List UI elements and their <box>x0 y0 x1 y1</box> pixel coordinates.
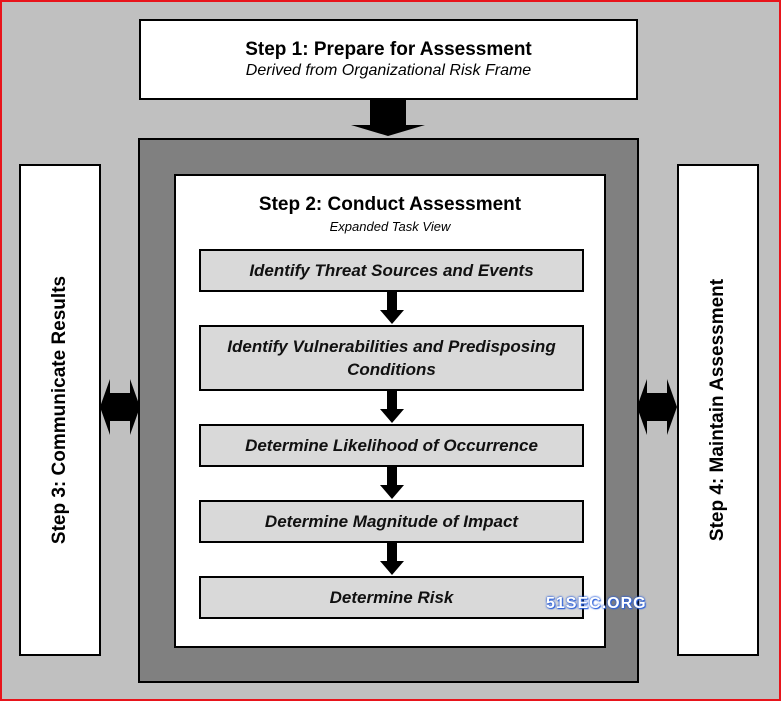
task-determine-impact: Determine Magnitude of Impact <box>199 500 584 543</box>
step3-box: Step 3: Communicate Results <box>19 164 101 656</box>
step3-title: Step 3: Communicate Results <box>49 275 70 545</box>
double-arrow-step3-step2 <box>100 379 140 435</box>
step1-box: Step 1: Prepare for Assessment Derived f… <box>139 19 638 100</box>
down-arrow-step1-to-step2 <box>351 100 425 136</box>
task-determine-likelihood: Determine Likelihood of Occurrence <box>199 424 584 467</box>
down-arrow-task1 <box>380 292 404 324</box>
down-arrow-task3 <box>380 467 404 499</box>
watermark: 51SEC.ORG <box>546 595 647 612</box>
step1-subtitle: Derived from Organizational Risk Frame <box>245 62 532 79</box>
task-identify-threat-sources: Identify Threat Sources and Events <box>199 249 584 292</box>
step4-box: Step 4: Maintain Assessment <box>677 164 759 656</box>
step1-title: Step 1: Prepare for Assessment <box>245 39 532 60</box>
step2-box: Step 2: Conduct Assessment Expanded Task… <box>174 174 606 648</box>
double-arrow-step2-step4 <box>637 379 677 435</box>
step2-subtitle: Expanded Task View <box>329 219 451 234</box>
task-determine-risk: Determine Risk <box>199 576 584 619</box>
down-arrow-task4 <box>380 543 404 575</box>
down-arrow-task2 <box>380 391 404 423</box>
step4-title: Step 4: Maintain Assessment <box>707 278 728 542</box>
task-identify-vulnerabilities: Identify Vulnerabilities and Predisposin… <box>199 325 584 391</box>
step2-title: Step 2: Conduct Assessment <box>258 194 522 215</box>
